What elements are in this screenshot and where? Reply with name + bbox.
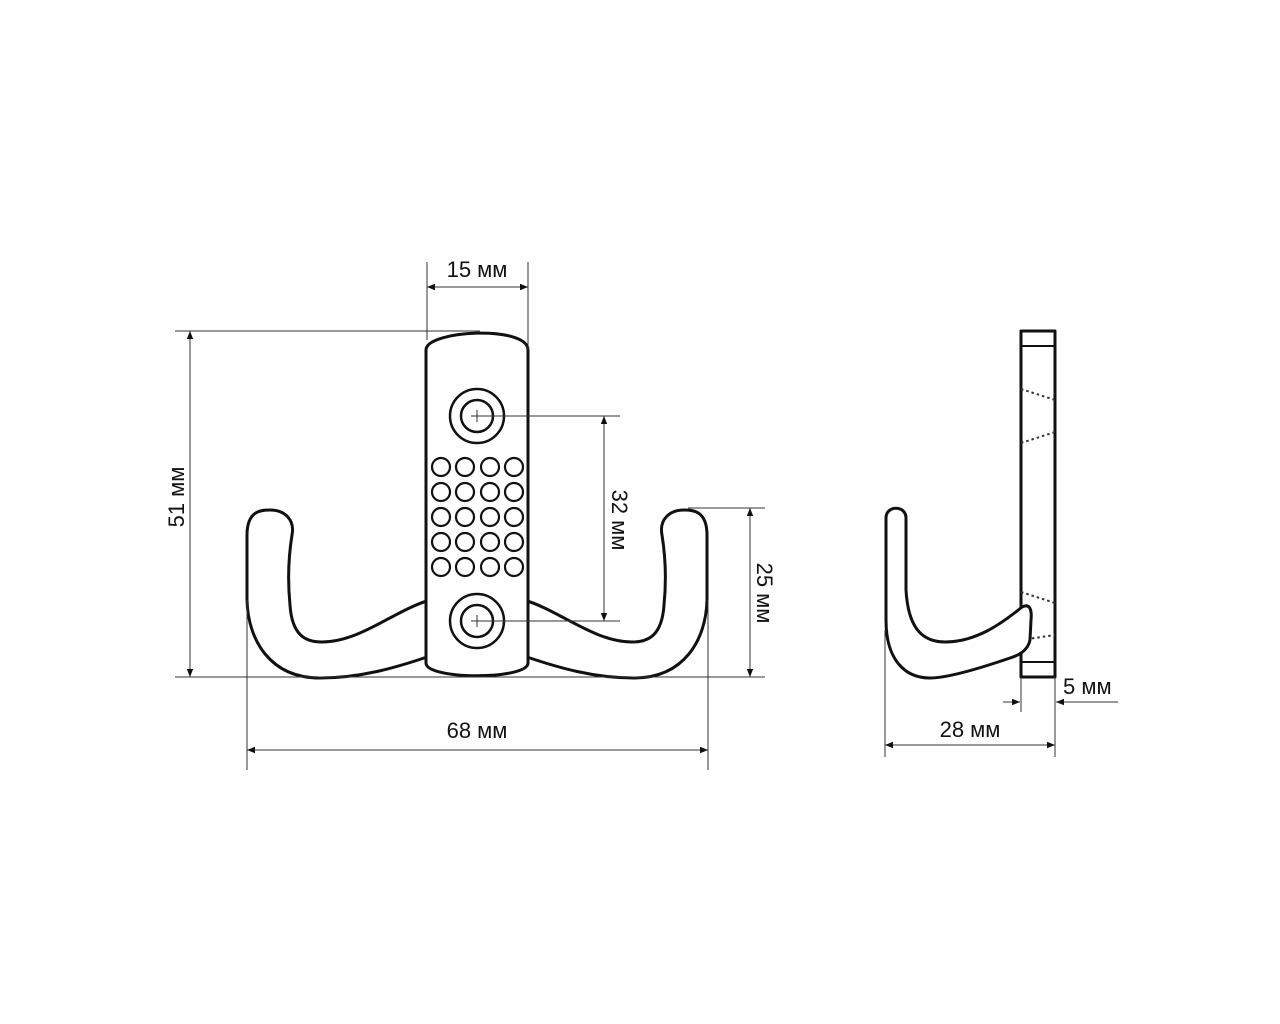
decorative-dot — [430, 481, 452, 503]
total-height-label: 51 мм — [164, 467, 189, 528]
decorative-dot — [503, 556, 525, 578]
decorative-dot — [430, 456, 452, 478]
plate-width-label: 15 мм — [447, 257, 508, 282]
decorative-dot — [430, 556, 452, 578]
side-hook-arm — [884, 506, 1033, 680]
decorative-dot — [479, 506, 501, 528]
front-dimensions: 15 мм 51 мм 32 мм 25 мм 68 мм — [164, 257, 777, 770]
decorative-dot — [454, 506, 476, 528]
plate-thickness-label: 5 мм — [1063, 674, 1112, 699]
decorative-dot — [430, 506, 452, 528]
decorative-dot — [503, 506, 525, 528]
decorative-dot — [479, 456, 501, 478]
decorative-dot — [479, 531, 501, 553]
decorative-dot-grid — [430, 456, 525, 578]
side-dimensions: 5 мм 28 мм — [884, 630, 1118, 757]
hole-spacing-label: 32 мм — [607, 490, 632, 551]
side-view — [884, 329, 1057, 680]
decorative-dot — [479, 556, 501, 578]
decorative-dot — [503, 456, 525, 478]
depth-label: 28 мм — [940, 717, 1001, 742]
decorative-dot — [454, 456, 476, 478]
hook-height-label: 25 мм — [752, 563, 777, 624]
total-width-label: 68 мм — [447, 718, 508, 743]
decorative-dot — [503, 531, 525, 553]
front-view — [245, 331, 709, 680]
decorative-dot — [479, 481, 501, 503]
decorative-dot — [503, 481, 525, 503]
decorative-dot — [454, 531, 476, 553]
decorative-dot — [430, 531, 452, 553]
decorative-dot — [454, 556, 476, 578]
right-hook-arm — [522, 508, 709, 680]
decorative-dot — [454, 481, 476, 503]
left-hook-arm — [245, 508, 432, 680]
